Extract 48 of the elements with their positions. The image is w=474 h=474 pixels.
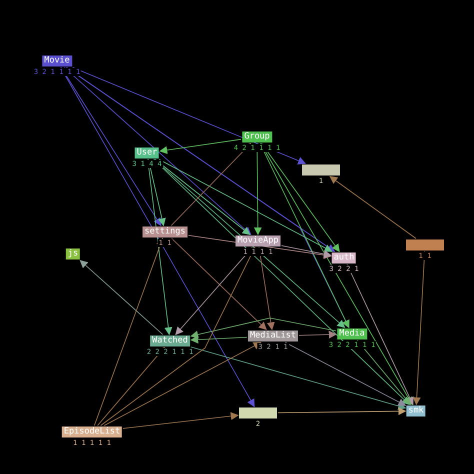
arrow bbox=[190, 318, 336, 338]
module-label: MediaList bbox=[248, 330, 298, 342]
arrow bbox=[158, 159, 332, 252]
module-label: auth bbox=[332, 252, 356, 264]
module-box bbox=[302, 164, 340, 176]
module-label: Watched bbox=[150, 336, 190, 346]
arrow bbox=[260, 143, 413, 406]
module-label: MovieApp bbox=[236, 236, 280, 246]
arrow bbox=[258, 247, 275, 330]
arrow bbox=[97, 346, 165, 426]
arrow bbox=[260, 143, 350, 328]
module-label: smk bbox=[406, 406, 426, 416]
arrow bbox=[281, 245, 332, 258]
arrow bbox=[80, 260, 164, 335]
arrow bbox=[190, 346, 406, 410]
module-box bbox=[239, 408, 277, 418]
arrow bbox=[329, 176, 416, 239]
arrow bbox=[148, 159, 166, 226]
arrow bbox=[285, 342, 406, 406]
arrow bbox=[171, 238, 267, 330]
arrow bbox=[278, 407, 406, 416]
arrow bbox=[190, 336, 248, 344]
arrow bbox=[254, 143, 262, 236]
arrow bbox=[64, 67, 252, 236]
arrow bbox=[346, 264, 414, 406]
arrow bbox=[175, 247, 253, 336]
arrow bbox=[147, 159, 172, 336]
arrow bbox=[60, 67, 255, 408]
module-label: User bbox=[134, 148, 160, 158]
arrow bbox=[261, 143, 340, 252]
arrow bbox=[357, 340, 412, 406]
arrow bbox=[100, 246, 256, 426]
module-label: Group bbox=[242, 132, 272, 142]
arrow bbox=[412, 251, 426, 406]
arrow bbox=[104, 342, 262, 426]
module-label: js bbox=[66, 248, 80, 260]
arrow bbox=[94, 238, 164, 426]
module-box bbox=[406, 240, 444, 250]
arrow bbox=[66, 67, 336, 252]
arrow bbox=[159, 138, 242, 154]
module-label: settings bbox=[142, 226, 188, 238]
module-label: Media bbox=[337, 328, 367, 340]
module-label: Movie bbox=[42, 56, 72, 66]
module-label: EpisodeList bbox=[62, 426, 122, 438]
arrow bbox=[122, 412, 239, 429]
arrow bbox=[298, 330, 337, 339]
arrow bbox=[170, 142, 252, 226]
arrow bbox=[154, 159, 250, 235]
